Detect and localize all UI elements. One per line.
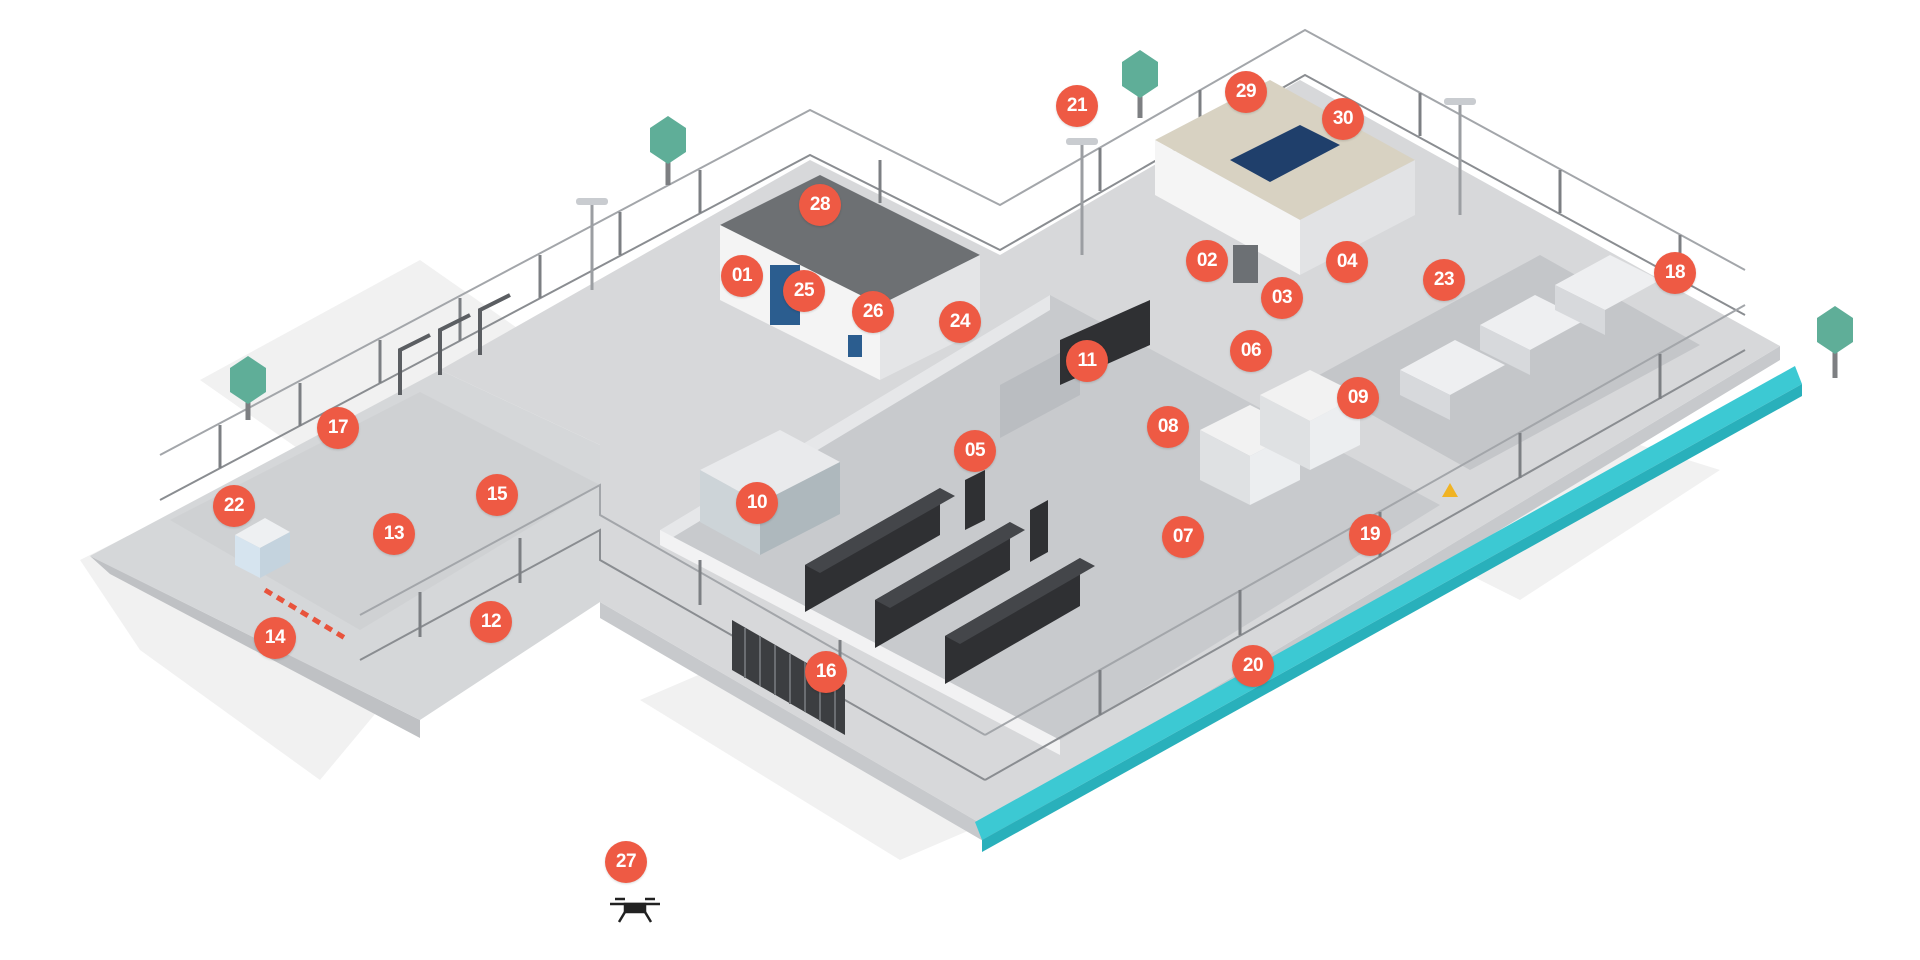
marker-18[interactable]: 18 — [1654, 252, 1696, 294]
server-racks — [805, 470, 1095, 684]
tree-icon — [230, 50, 1853, 420]
marker-09[interactable]: 09 — [1337, 377, 1379, 419]
marker-11[interactable]: 11 — [1066, 340, 1108, 382]
marker-21[interactable]: 21 — [1056, 85, 1098, 127]
marker-23[interactable]: 23 — [1423, 259, 1465, 301]
main-building — [1155, 80, 1415, 283]
floodlight-masts — [590, 105, 1462, 290]
marker-16[interactable]: 16 — [805, 651, 847, 693]
guard-booth — [235, 518, 290, 578]
marker-15[interactable]: 15 — [476, 474, 518, 516]
marker-04[interactable]: 04 — [1326, 241, 1368, 283]
data-hall-wall-front — [660, 530, 1060, 755]
checkpoint-yard — [170, 392, 600, 630]
security-camera-icon — [576, 98, 1476, 205]
marker-12[interactable]: 12 — [470, 601, 512, 643]
water-channel-edge — [982, 384, 1802, 852]
marker-30[interactable]: 30 — [1322, 98, 1364, 140]
marker-24[interactable]: 24 — [939, 301, 981, 343]
warning-sign-icon — [1442, 483, 1458, 497]
marker-22[interactable]: 22 — [213, 485, 255, 527]
marker-07[interactable]: 07 — [1162, 516, 1204, 558]
marker-29[interactable]: 29 — [1225, 71, 1267, 113]
marker-06[interactable]: 06 — [1230, 330, 1272, 372]
marker-19[interactable]: 19 — [1349, 514, 1391, 556]
marker-08[interactable]: 08 — [1147, 406, 1189, 448]
marker-28[interactable]: 28 — [799, 184, 841, 226]
marker-20[interactable]: 20 — [1232, 645, 1274, 687]
marker-25[interactable]: 25 — [783, 270, 825, 312]
solar-panel — [1230, 125, 1340, 182]
marker-10[interactable]: 10 — [736, 482, 778, 524]
transformer-yard — [398, 293, 511, 395]
marker-01[interactable]: 01 — [721, 255, 763, 297]
barrier-arm — [263, 587, 347, 641]
data-hall-floor — [660, 295, 1440, 740]
generators — [1400, 255, 1660, 420]
marker-13[interactable]: 13 — [373, 513, 415, 555]
marker-26[interactable]: 26 — [852, 291, 894, 333]
marker-14[interactable]: 14 — [254, 617, 296, 659]
marker-05[interactable]: 05 — [954, 430, 996, 472]
marker-27[interactable]: 27 — [605, 841, 647, 883]
marker-17[interactable]: 17 — [317, 407, 359, 449]
water-channel — [975, 366, 1802, 840]
platform-side — [90, 556, 420, 738]
marker-03[interactable]: 03 — [1261, 277, 1303, 319]
cooling-unit — [700, 430, 840, 555]
marker-02[interactable]: 02 — [1186, 240, 1228, 282]
drone-icon — [610, 897, 660, 923]
